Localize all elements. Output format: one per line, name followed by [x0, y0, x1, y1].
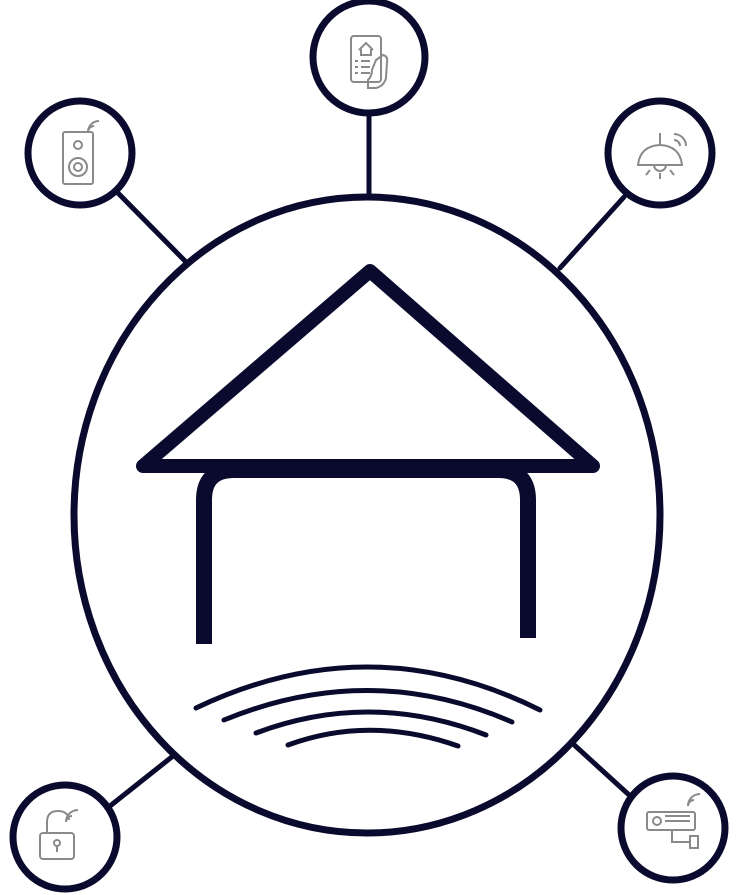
- connector-lock: [107, 749, 181, 809]
- connector-speaker: [115, 190, 189, 265]
- house-walls-icon: [196, 462, 536, 644]
- hub-circle: [70, 193, 664, 837]
- connectors: [107, 105, 631, 809]
- house-with-wifi-waves-icon: [136, 264, 600, 749]
- ceiling-lamp-wireless-icon: [636, 133, 687, 179]
- device-light: [604, 97, 716, 209]
- hand-holding-phone-home-app-icon: [350, 35, 389, 89]
- device-circle: [604, 97, 716, 209]
- wifi-waves-icon: [193, 664, 543, 749]
- device-speaker: [24, 97, 136, 209]
- device-circle: [309, 0, 429, 117]
- speaker-wireless-icon: [62, 120, 100, 185]
- device-lock: [9, 781, 121, 893]
- device-circle: [9, 781, 121, 893]
- device-circle: [24, 97, 136, 209]
- device-phone: [309, 0, 429, 117]
- connector-light: [557, 194, 627, 271]
- padlock-wireless-icon: [39, 809, 79, 860]
- connector-camera: [568, 739, 631, 797]
- device-circle: [617, 772, 729, 884]
- cctv-camera-wireless-icon: [646, 793, 701, 849]
- device-camera: [617, 772, 729, 884]
